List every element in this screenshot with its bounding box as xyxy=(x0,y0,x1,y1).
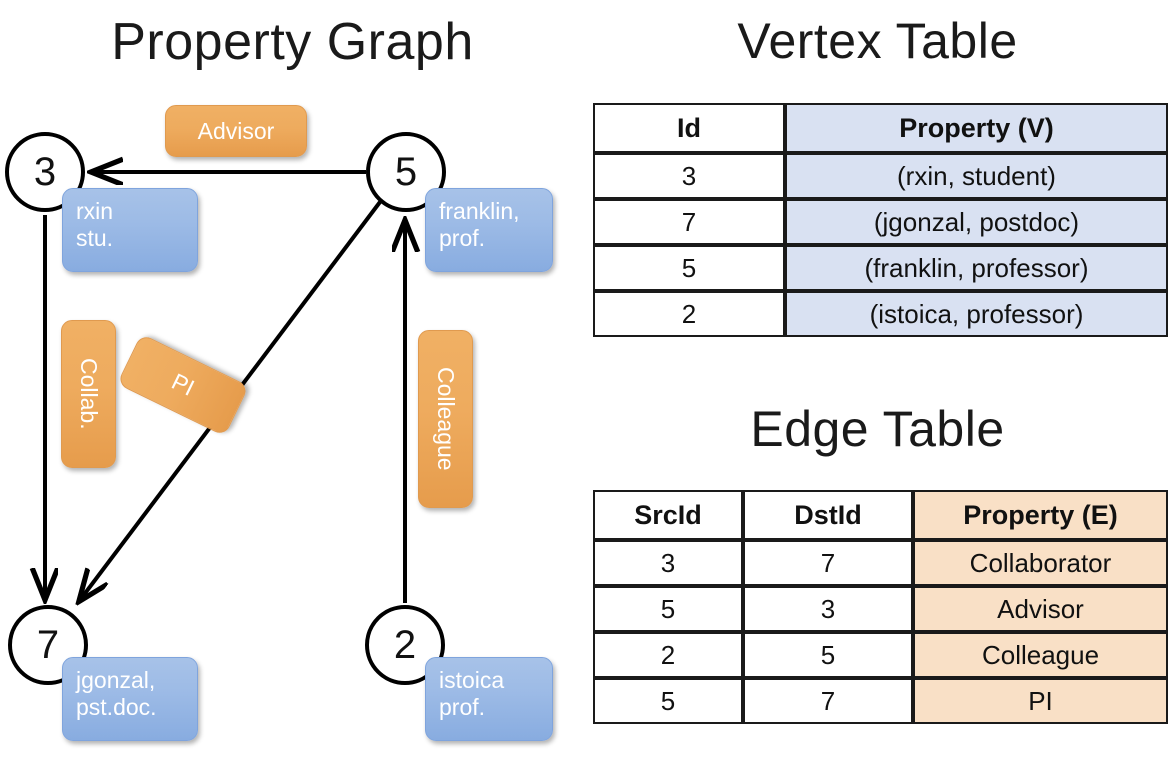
table-row: 5 3 Advisor xyxy=(593,586,1168,632)
edge-label-collab-text: Collab. xyxy=(76,358,102,430)
graph-node-7-label: 7 xyxy=(36,623,60,667)
edge-table-cell-src: 5 xyxy=(593,586,743,632)
property-box-rxin[interactable]: rxin stu. xyxy=(62,188,198,272)
vertex-table-header-id: Id xyxy=(593,103,785,153)
edge-table-cell-property: Colleague xyxy=(913,632,1168,678)
edge-table-cell-src: 5 xyxy=(593,678,743,724)
edge-table-header-row: SrcId DstId Property (E) xyxy=(593,490,1168,540)
edge-table-cell-dst: 5 xyxy=(743,632,913,678)
edge-table-cell-dst: 7 xyxy=(743,678,913,724)
edge-label-pi-text: PI xyxy=(167,368,199,401)
edge-table-cell-dst: 7 xyxy=(743,540,913,586)
property-box-jgonzal-line2: pst.doc. xyxy=(76,694,157,720)
vertex-table-cell-property: (jgonzal, postdoc) xyxy=(785,199,1168,245)
property-box-franklin-line1: franklin, xyxy=(439,198,520,224)
vertex-table-cell-property: (franklin, professor) xyxy=(785,245,1168,291)
table-row: 3 7 Collaborator xyxy=(593,540,1168,586)
vertex-table-cell-property: (rxin, student) xyxy=(785,153,1168,199)
property-box-rxin-line1: rxin xyxy=(76,198,114,224)
property-box-istoica[interactable]: istoica prof. xyxy=(425,657,553,741)
table-row: 7 (jgonzal, postdoc) xyxy=(593,199,1168,245)
vertex-table-cell-id: 5 xyxy=(593,245,785,291)
vertex-table-cell-id: 2 xyxy=(593,291,785,337)
table-row: 2 (istoica, professor) xyxy=(593,291,1168,337)
page-title-vertex-table: Vertex Table xyxy=(737,13,1018,69)
edge-table-cell-property: Advisor xyxy=(913,586,1168,632)
edge-label-colleague-text: Colleague xyxy=(433,367,459,471)
graph-node-5-label: 5 xyxy=(394,150,418,194)
vertex-table-header-property: Property (V) xyxy=(785,103,1168,153)
property-box-rxin-line2: stu. xyxy=(76,225,114,251)
property-box-jgonzal-line1: jgonzal, xyxy=(76,667,156,693)
table-row: 5 (franklin, professor) xyxy=(593,245,1168,291)
vertex-table: Id Property (V) 3 (rxin, student) 7 (jgo… xyxy=(593,103,1168,337)
edge-label-collab[interactable]: Collab. xyxy=(61,320,116,468)
edge-table-cell-src: 2 xyxy=(593,632,743,678)
property-box-istoica-line2: prof. xyxy=(439,694,486,720)
property-graph-diagram: 3 5 7 2 rxin stu. franklin, prof. jgonza… xyxy=(5,105,553,741)
edge-table-cell-src: 3 xyxy=(593,540,743,586)
page-title-property-graph: Property Graph xyxy=(111,13,474,71)
edge-table-header-dstid: DstId xyxy=(743,490,913,540)
property-box-franklin[interactable]: franklin, prof. xyxy=(425,188,553,272)
graph-node-2-label: 2 xyxy=(393,623,417,667)
table-row: 3 (rxin, student) xyxy=(593,153,1168,199)
edge-table-header-srcid: SrcId xyxy=(593,490,743,540)
edge-table: SrcId DstId Property (E) 3 7 Collaborato… xyxy=(593,490,1168,724)
vertex-table-cell-id: 3 xyxy=(593,153,785,199)
property-box-franklin-line2: prof. xyxy=(439,225,486,251)
graph-node-2[interactable]: 2 xyxy=(365,605,445,685)
table-row: 5 7 PI xyxy=(593,678,1168,724)
table-row: 2 5 Colleague xyxy=(593,632,1168,678)
vertex-table-header-row: Id Property (V) xyxy=(593,103,1168,153)
edge-label-colleague[interactable]: Colleague xyxy=(418,330,473,508)
property-box-istoica-line1: istoica xyxy=(439,667,505,693)
edge-table-header-property: Property (E) xyxy=(913,490,1168,540)
edge-label-advisor-text: Advisor xyxy=(197,117,275,144)
edge-label-advisor[interactable]: Advisor xyxy=(165,105,307,157)
vertex-table-cell-id: 7 xyxy=(593,199,785,245)
edge-table-cell-property: Collaborator xyxy=(913,540,1168,586)
graph-node-5[interactable]: 5 xyxy=(366,132,446,212)
property-box-jgonzal[interactable]: jgonzal, pst.doc. xyxy=(62,657,198,741)
vertex-table-cell-property: (istoica, professor) xyxy=(785,291,1168,337)
edge-table-cell-property: PI xyxy=(913,678,1168,724)
edge-table-cell-dst: 3 xyxy=(743,586,913,632)
page-title-edge-table: Edge Table xyxy=(750,401,1005,457)
graph-node-3-label: 3 xyxy=(33,150,57,194)
